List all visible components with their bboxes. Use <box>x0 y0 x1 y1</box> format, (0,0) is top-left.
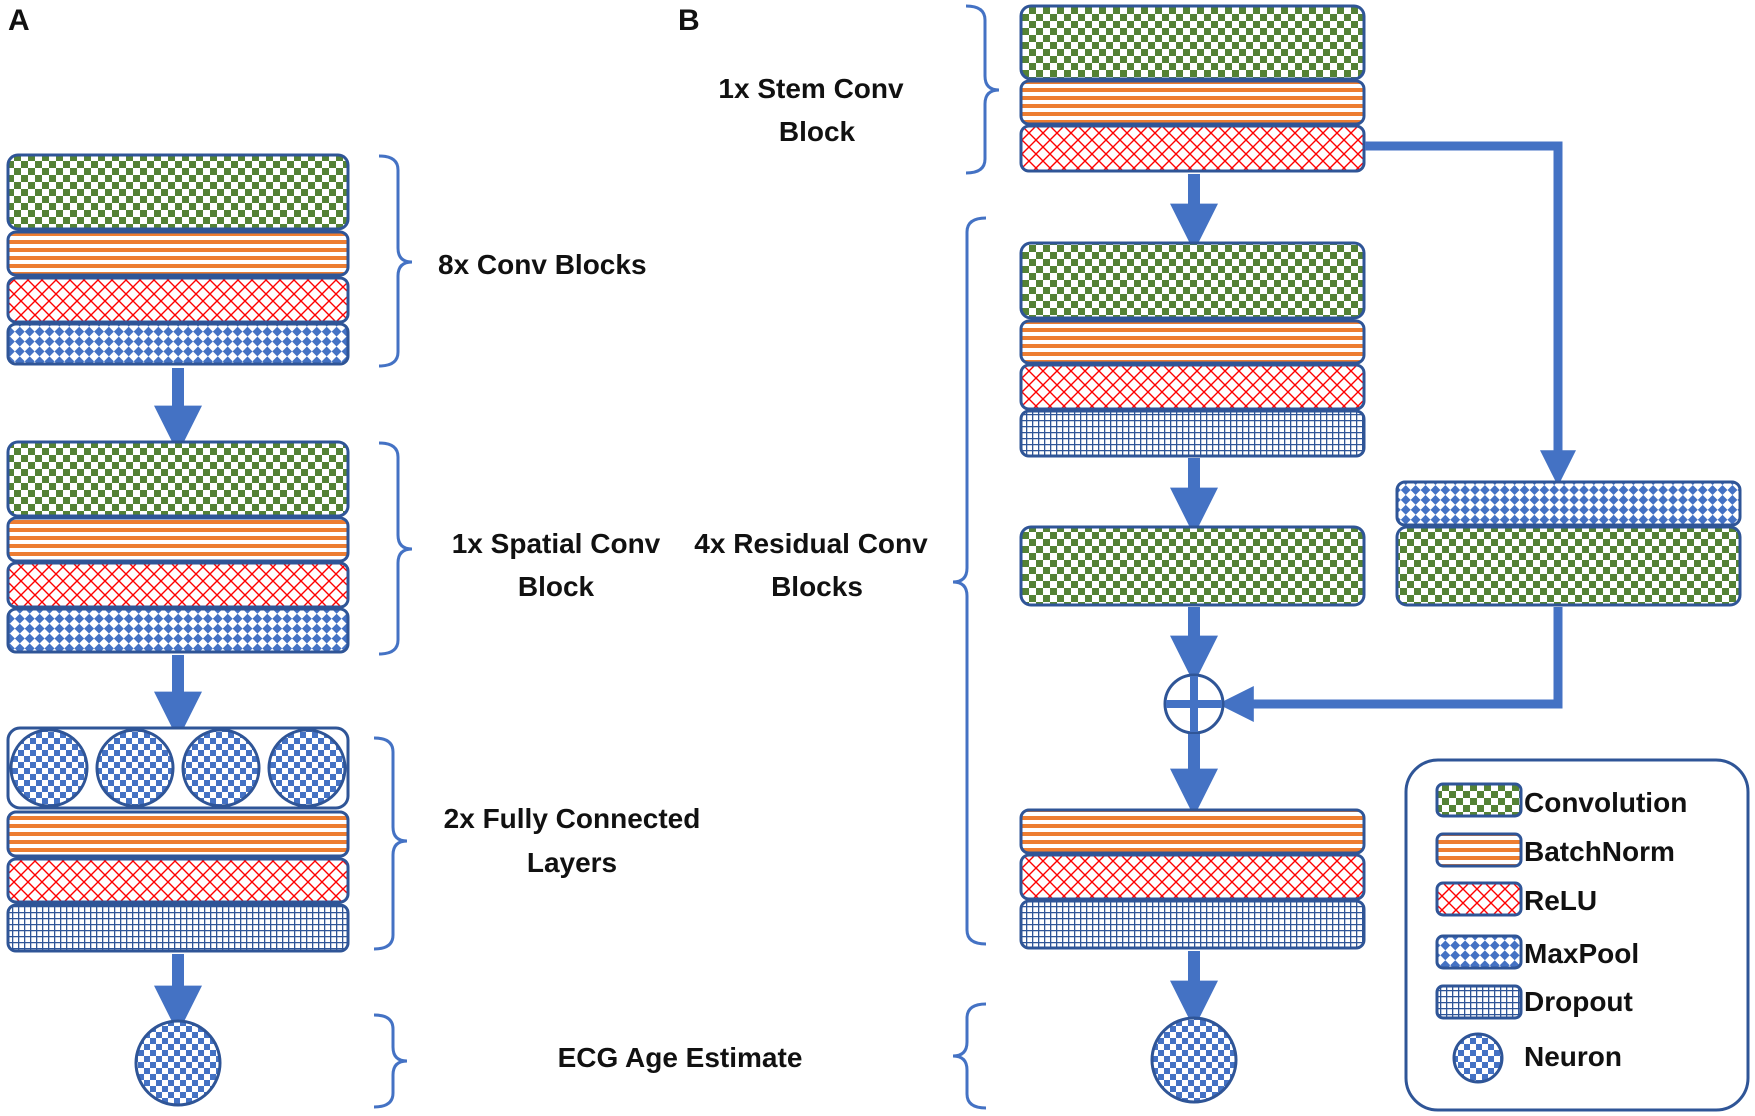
batchnorm-layer <box>1019 79 1366 126</box>
spatial-block-bracket <box>378 441 413 656</box>
relu-layer <box>1019 853 1366 901</box>
skip-connection-arrow <box>1365 141 1576 487</box>
batchnorm-layer <box>1019 808 1366 855</box>
output-bracket-a <box>373 1013 408 1109</box>
dropout-layer <box>1019 899 1366 950</box>
stem-label-line2: Block <box>779 116 856 147</box>
stem-bracket <box>965 4 1000 175</box>
spatial-conv-block <box>6 440 350 654</box>
spatial-block-label-line1: 1x Spatial Conv <box>452 528 661 559</box>
legend-maxpool-label: MaxPool <box>1524 938 1639 969</box>
residual-label-line2: Blocks <box>771 571 863 602</box>
relu-layer <box>1019 124 1366 173</box>
batchnorm-layer <box>1019 319 1366 365</box>
conv-block-stack <box>6 153 350 366</box>
conv-blocks-bracket <box>378 154 413 368</box>
residual-main-branch <box>1019 241 1366 458</box>
relu-layer <box>1019 363 1366 411</box>
output-bracket-b <box>952 1002 987 1110</box>
panel-b-label: B <box>678 4 700 37</box>
spatial-block-label-line2: Block <box>518 571 595 602</box>
fc-layers-label-line1: 2x Fully Connected <box>444 803 701 834</box>
legend-neuron-label: Neuron <box>1524 1041 1622 1072</box>
relu-swatch <box>1435 881 1523 917</box>
output-neuron <box>134 1019 222 1107</box>
batchnorm-swatch <box>1435 832 1523 868</box>
panel-a-label: A <box>8 4 30 37</box>
legend-convolution-label: Convolution <box>1524 787 1687 818</box>
dropout-layer <box>1019 409 1366 458</box>
maxpool-swatch <box>1435 934 1523 970</box>
fc-layers-bracket <box>373 736 408 951</box>
legend-relu-label: ReLU <box>1524 885 1597 916</box>
conv-blocks-label: 8x Conv Blocks <box>438 249 647 280</box>
fc-layers-label-line2: Layers <box>527 847 617 878</box>
dropout-layer <box>6 903 350 953</box>
output-label: ECG Age Estimate <box>558 1042 803 1073</box>
neuron-swatch <box>1452 1032 1504 1084</box>
maxpool-layer <box>1395 480 1742 527</box>
legend: Convolution BatchNorm ReLU MaxPool Dropo… <box>1404 758 1750 1112</box>
residual-bracket <box>952 216 987 946</box>
maxpool-layer <box>6 322 350 366</box>
neuron-layer <box>6 726 350 810</box>
dropout-swatch <box>1435 984 1523 1020</box>
convolution-swatch <box>1435 782 1523 818</box>
neuron <box>181 728 261 808</box>
neuron <box>9 728 89 808</box>
addition-node <box>1163 673 1225 735</box>
residual-label-line1: 4x Residual Conv <box>694 528 928 559</box>
convolution-layer <box>6 440 350 518</box>
convolution-layer <box>1019 4 1366 81</box>
batchnorm-layer <box>6 810 350 858</box>
shortcut-merge-arrow <box>1217 607 1563 722</box>
stem-label-line1: 1x Stem Conv <box>718 73 904 104</box>
batchnorm-layer <box>6 516 350 563</box>
relu-layer <box>6 857 350 904</box>
relu-layer <box>6 276 350 324</box>
convolution-layer <box>1395 525 1742 607</box>
neuron <box>95 728 175 808</box>
output-neuron <box>1150 1016 1238 1104</box>
post-addition-layers <box>1019 808 1366 950</box>
relu-layer <box>6 561 350 609</box>
residual-shortcut-branch <box>1395 480 1742 607</box>
legend-dropout-label: Dropout <box>1524 986 1633 1017</box>
convolution-layer <box>1019 525 1366 607</box>
fully-connected-block <box>6 726 350 953</box>
maxpool-layer <box>6 607 350 654</box>
convolution-layer <box>6 153 350 231</box>
stem-conv-block <box>1019 4 1366 173</box>
batchnorm-layer <box>6 230 350 277</box>
legend-batchnorm-label: BatchNorm <box>1524 836 1675 867</box>
neuron <box>267 728 347 808</box>
convolution-layer <box>1019 241 1366 320</box>
